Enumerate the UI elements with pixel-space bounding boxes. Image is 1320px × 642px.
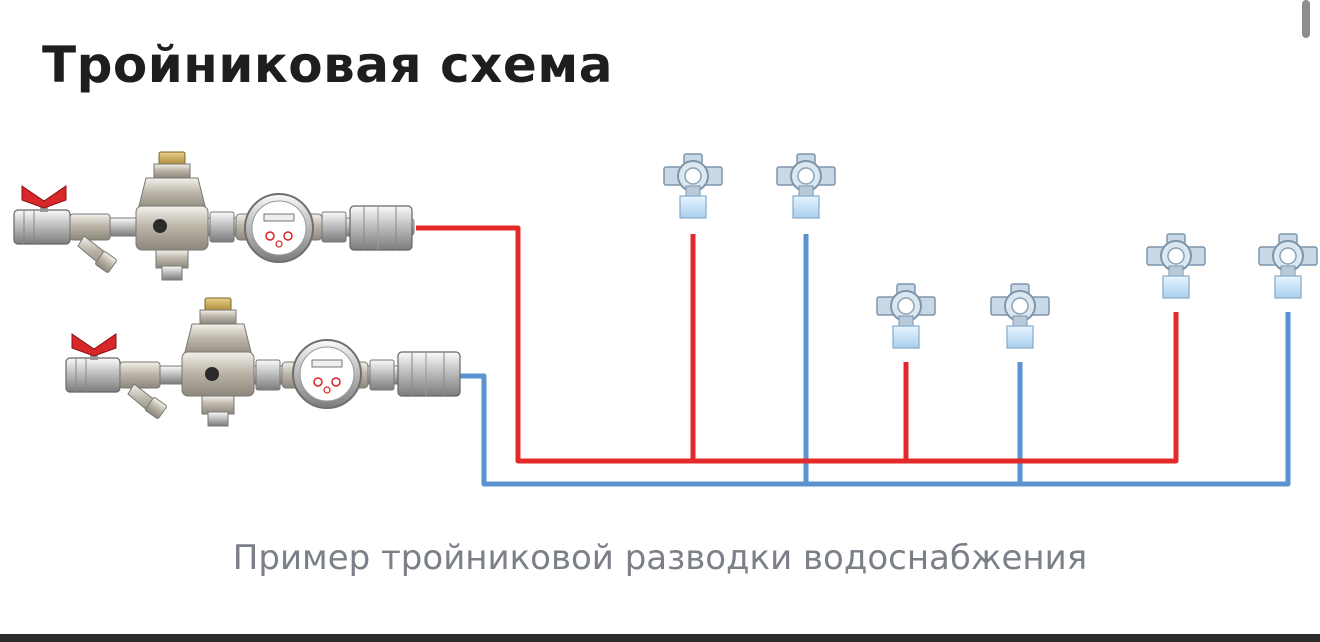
- page-title: Тройниковая схема: [42, 36, 613, 94]
- water-meter-icon: [235, 193, 323, 263]
- pressure-reducer-icon: [135, 151, 209, 281]
- cold-water-pipes: [460, 234, 1291, 487]
- hot-water-meter-assembly: [13, 151, 415, 281]
- water-meter-icon: [281, 339, 369, 409]
- water-outlet-icon: [990, 283, 1050, 349]
- ball-valve-icon: [13, 185, 71, 245]
- filter-icon: [69, 213, 117, 273]
- hot-water-pipes: [416, 225, 1179, 464]
- water-outlet-icon: [663, 153, 723, 219]
- water-outlet-icon: [1146, 233, 1206, 299]
- check-valve-icon: [397, 351, 461, 397]
- ball-valve-icon: [65, 333, 121, 393]
- bottom-divider: [0, 634, 1320, 642]
- check-valve-icon: [349, 205, 413, 251]
- pressure-reducer-icon: [181, 297, 255, 427]
- diagram-caption: Пример тройниковой разводки водоснабжени…: [232, 538, 1088, 578]
- water-outlet-icon: [1258, 233, 1318, 299]
- filter-icon: [119, 361, 167, 419]
- water-outlet-icon: [776, 153, 836, 219]
- water-outlet-icon: [876, 283, 936, 349]
- scrollbar-thumb[interactable]: [1302, 0, 1310, 38]
- cold-water-meter-assembly: [65, 297, 461, 427]
